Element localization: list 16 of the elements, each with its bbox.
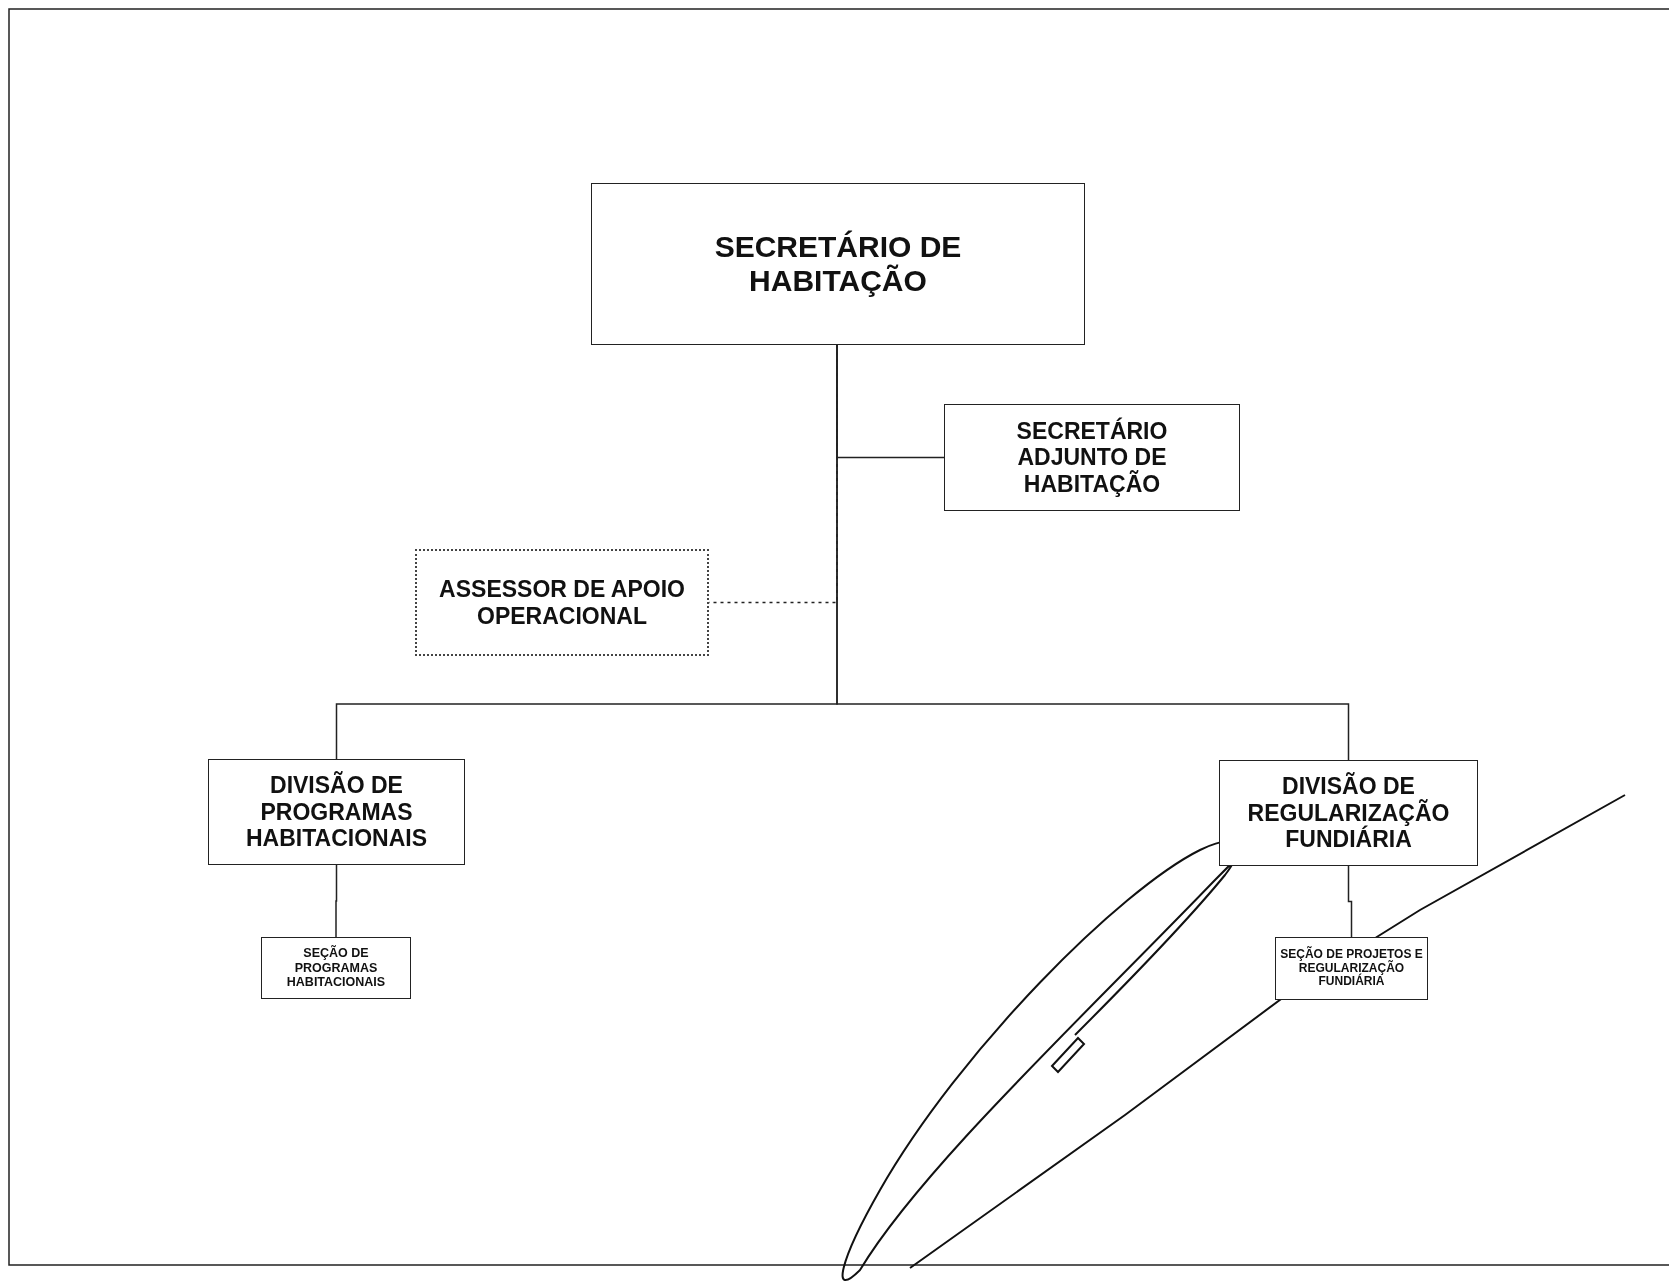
org-box — [1275, 937, 1428, 1000]
org-box — [591, 183, 1085, 345]
unit-name: SECRETÁRIO ADJUNTO DE HABITAÇÃO — [1015, 417, 1169, 498]
unit-name: DIVISÃO DE PROGRAMAS HABITACIONAIS — [245, 772, 428, 852]
org-box — [1219, 760, 1478, 866]
org-box — [208, 759, 465, 865]
advisor-box — [415, 549, 709, 656]
org-box — [944, 404, 1240, 511]
org-box — [261, 937, 411, 999]
unit-name: SEÇÃO DE PROJETOS E REGULARIZAÇÃO FUNDIÁRIA — [1279, 947, 1424, 990]
unit-name: DIVISÃO DE REGULARIZAÇÃO FUNDIÁRIA — [1246, 773, 1451, 853]
unit-name: SECRETÁRIO DE HABITAÇÃO — [713, 229, 963, 299]
unit-name: SEÇÃO DE PROGRAMAS HABITACIONAIS — [285, 946, 387, 990]
unit-name: ASSESSOR DE APOIO OPERACIONAL — [438, 576, 686, 629]
connector-line — [1347, 865, 1353, 938]
connector-line — [335, 864, 338, 938]
